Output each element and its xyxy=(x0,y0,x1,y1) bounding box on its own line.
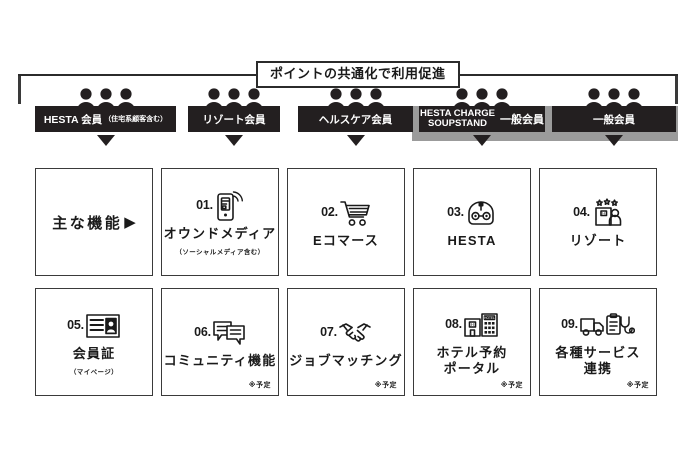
triangle-right-icon: ▶ xyxy=(124,214,136,231)
card-number: 03. xyxy=(447,204,464,219)
feature-card-09[interactable]: ※予定 09. 各種サービス連携 xyxy=(539,288,657,396)
page-title: ポイントの共通化で利用促進 xyxy=(256,61,460,89)
member-tag-label-5: 一般会員 xyxy=(552,106,676,132)
svg-text:H: H xyxy=(471,322,474,327)
feature-card-07[interactable]: ※予定 07. ジョブマッチング xyxy=(287,288,405,396)
hotel-buildings-icon: H HOTEL xyxy=(463,309,499,339)
member-tag-label-3: ヘルスケア会員 xyxy=(298,106,413,132)
card-number: 02. xyxy=(321,204,338,219)
svg-text:HOTEL: HOTEL xyxy=(484,316,495,320)
card-number: 01. xyxy=(196,198,213,213)
bracket-right-tick xyxy=(675,76,678,104)
feature-card-03[interactable]: 03. HESTA xyxy=(413,168,531,276)
card-icon-row: 01. xyxy=(196,188,244,222)
card-icon-row: 04. H xyxy=(573,195,623,229)
card-number: 08. xyxy=(445,316,462,331)
feature-card-04[interactable]: 04. H リゾート xyxy=(539,168,657,276)
card-planned-note: ※予定 xyxy=(374,382,397,389)
member-tag-5[interactable]: 一般会員 xyxy=(552,88,676,148)
bracket-left-tick xyxy=(18,76,21,104)
main-function-card[interactable]: 主な機能▶ xyxy=(35,168,153,276)
card-icon-row: 05. xyxy=(67,308,121,342)
card-number: 06. xyxy=(194,324,211,339)
card-label: コミュニティ機能 xyxy=(163,352,277,368)
card-number: 05. xyxy=(67,318,84,333)
card-icon-row: 06. xyxy=(194,315,246,349)
feature-card-06[interactable]: ※予定 06. コミュニティ機能 xyxy=(161,288,279,396)
speech-bubbles-icon xyxy=(212,318,246,346)
arrow-down-icon xyxy=(346,135,365,146)
card-icon-row: 02. xyxy=(321,195,371,229)
feature-card-02[interactable]: 02. Eコマース xyxy=(287,168,405,276)
robot-head-icon xyxy=(465,197,497,227)
member-tag-label-1: HESTA 会員（住宅系顧客含む） xyxy=(35,106,176,132)
card-number: 09. xyxy=(561,316,578,331)
card-label: ホテル予約ポータル xyxy=(436,344,508,376)
card-icon-row: 09. xyxy=(561,307,635,341)
card-label: ジョブマッチング xyxy=(289,352,403,368)
arrow-down-icon xyxy=(96,135,115,146)
card-icon-row: 08. H HOTEL xyxy=(445,307,499,341)
card-sublabel: （マイページ） xyxy=(69,368,119,376)
arrow-down-icon xyxy=(225,135,243,146)
member-tag-2[interactable]: リゾート会員 xyxy=(188,88,280,148)
card-planned-note: ※予定 xyxy=(248,382,271,389)
feature-card-05[interactable]: 05. 会員証 （マイページ） xyxy=(35,288,153,396)
card-sublabel: （ソーシャルメディア含む） xyxy=(175,248,265,256)
feature-card-01[interactable]: 01. オウンドメディア （ソーシャルメディア含む） xyxy=(161,168,279,276)
smartphone-wifi-icon xyxy=(214,188,244,222)
handshake-icon xyxy=(338,318,372,346)
arrow-down-icon xyxy=(473,135,491,146)
card-label: 各種サービス連携 xyxy=(555,344,641,376)
card-label: 会員証 xyxy=(72,346,116,362)
id-card-icon xyxy=(85,310,121,340)
card-number: 07. xyxy=(320,324,337,339)
card-label: リゾート xyxy=(569,232,627,248)
card-planned-note: ※予定 xyxy=(626,382,649,389)
member-tag-1[interactable]: HESTA 会員（住宅系顧客含む） xyxy=(35,88,176,148)
shopping-cart-icon xyxy=(339,197,371,227)
main-function-label: 主な機能▶ xyxy=(52,214,136,232)
card-number: 04. xyxy=(573,204,590,219)
feature-card-08[interactable]: ※予定 08. H HOTEL ホテル予約ポータル xyxy=(413,288,531,396)
card-planned-note: ※予定 xyxy=(500,382,523,389)
truck-clipboard-stethoscope-icon xyxy=(579,310,635,338)
card-label: Eコマース xyxy=(312,232,380,248)
svg-text:H: H xyxy=(602,211,605,216)
card-label: HESTA xyxy=(447,232,497,248)
hotel-stars-person-icon: H xyxy=(591,196,623,227)
member-tag-label-2: リゾート会員 xyxy=(188,106,280,132)
member-tag-3[interactable]: ヘルスケア会員 xyxy=(298,88,413,148)
card-icon-row: 03. xyxy=(447,195,497,229)
card-icon-row: 07. xyxy=(320,315,372,349)
card-label: オウンドメディア xyxy=(163,226,277,242)
arrow-down-icon xyxy=(605,135,623,146)
